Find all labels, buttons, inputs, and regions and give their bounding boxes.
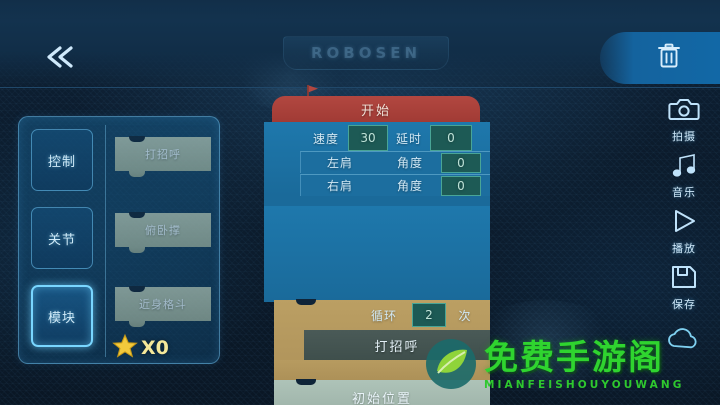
joint-row-left-shoulder[interactable]: 左肩 角度 0 xyxy=(300,151,490,173)
double-chevron-left-icon xyxy=(40,42,80,76)
star-counter: X0 xyxy=(112,333,169,363)
tool-rail: 拍摄 音乐 播放 xyxy=(652,96,716,320)
start-block[interactable]: 开始 xyxy=(272,96,480,128)
brand-logo: ROBOSEN xyxy=(283,36,449,70)
rail-label: 保存 xyxy=(672,298,696,311)
loop-child-block-greeting[interactable]: 打招呼 xyxy=(304,330,490,360)
sidebar-item-joint[interactable]: 关节 xyxy=(31,207,93,269)
back-button[interactable] xyxy=(38,42,82,76)
palette-block-pushup[interactable]: 俯卧撑 xyxy=(115,212,211,253)
block-notch xyxy=(129,247,145,253)
rail-item-music[interactable]: 音乐 xyxy=(652,152,716,208)
palette-block-combat[interactable]: 近身格斗 xyxy=(115,286,211,327)
watermark-en-text: MIANFEISHOUYOUWANG xyxy=(484,379,685,392)
sidebar-item-control[interactable]: 控制 xyxy=(31,129,93,191)
cloud-upload-icon[interactable] xyxy=(664,326,702,358)
block-notch xyxy=(296,299,316,305)
block-notch xyxy=(129,286,145,292)
palette-block-label: 近身格斗 xyxy=(139,298,187,311)
star-icon xyxy=(112,333,138,363)
rail-label: 播放 xyxy=(672,242,696,255)
music-note-icon xyxy=(669,152,699,182)
joint-angle-value[interactable]: 0 xyxy=(441,175,481,196)
initial-position-label: 初始位置 xyxy=(351,391,412,405)
palette-block-label: 打招呼 xyxy=(145,148,181,161)
loop-child-label: 打招呼 xyxy=(374,339,420,355)
block-notch xyxy=(129,136,145,142)
panel-divider xyxy=(105,125,106,357)
block-notch xyxy=(129,321,145,327)
loop-count-value[interactable]: 2 xyxy=(412,303,446,327)
rail-item-capture[interactable]: 拍摄 xyxy=(652,96,716,152)
category-label: 控制 xyxy=(47,154,76,170)
category-label: 关节 xyxy=(47,232,76,248)
motion-block[interactable]: 速度 30 延时 0 左肩 角度 0 右肩 角度 0 xyxy=(264,122,490,196)
joint-name-label: 右肩 xyxy=(326,179,353,193)
category-label: 模块 xyxy=(47,310,76,326)
top-bar: ROBOSEN xyxy=(0,0,720,88)
block-notch xyxy=(296,379,316,385)
star-count-label: X0 xyxy=(141,337,169,359)
start-block-label: 开始 xyxy=(360,103,391,119)
rail-item-save[interactable]: 保存 xyxy=(652,264,716,320)
watermark-cn-text: 免费手游阁 xyxy=(484,338,664,379)
joint-param-label: 角度 xyxy=(396,179,423,193)
background-glow xyxy=(470,300,620,390)
delay-value[interactable]: 0 xyxy=(430,125,472,151)
palette-block-label: 俯卧撑 xyxy=(145,224,181,237)
trash-can-icon xyxy=(656,42,682,74)
motion-block-filler xyxy=(264,196,490,206)
sidebar-item-module[interactable]: 模块 xyxy=(31,285,93,347)
loop-unit-label: 次 xyxy=(458,308,472,323)
camera-icon xyxy=(668,96,700,126)
top-bar-shine xyxy=(0,0,720,22)
delete-drop-zone[interactable] xyxy=(600,32,720,84)
loop-block-header: 循环 2 次 xyxy=(274,300,490,330)
rail-label: 拍摄 xyxy=(672,130,696,143)
loop-block[interactable]: 循环 2 次 打招呼 xyxy=(274,299,490,394)
speed-value[interactable]: 30 xyxy=(348,125,388,151)
palette-block-greeting[interactable]: 打招呼 xyxy=(115,136,211,177)
joint-name-label: 左肩 xyxy=(326,156,353,170)
block-palette-panel: 控制 关节 模块 打招呼 俯卧撑 近身格斗 xyxy=(18,116,220,364)
loop-label: 循环 xyxy=(370,308,397,323)
joint-angle-value[interactable]: 0 xyxy=(441,152,481,173)
delay-label: 延时 xyxy=(395,131,422,146)
block-notch xyxy=(129,171,145,177)
speed-label: 速度 xyxy=(312,131,339,146)
joint-param-label: 角度 xyxy=(396,156,423,170)
block-notch xyxy=(129,212,145,218)
program-canvas[interactable]: 开始 速度 30 延时 0 左肩 角度 0 右肩 角度 0 xyxy=(264,84,490,405)
rail-label: 音乐 xyxy=(672,186,696,199)
save-floppy-icon xyxy=(670,264,698,294)
motion-block-body[interactable] xyxy=(264,206,490,302)
rail-item-play[interactable]: 播放 xyxy=(652,208,716,264)
play-icon xyxy=(669,208,699,238)
initial-position-block[interactable]: 初始位置 xyxy=(274,379,490,405)
joint-row-right-shoulder[interactable]: 右肩 角度 0 xyxy=(300,174,490,196)
